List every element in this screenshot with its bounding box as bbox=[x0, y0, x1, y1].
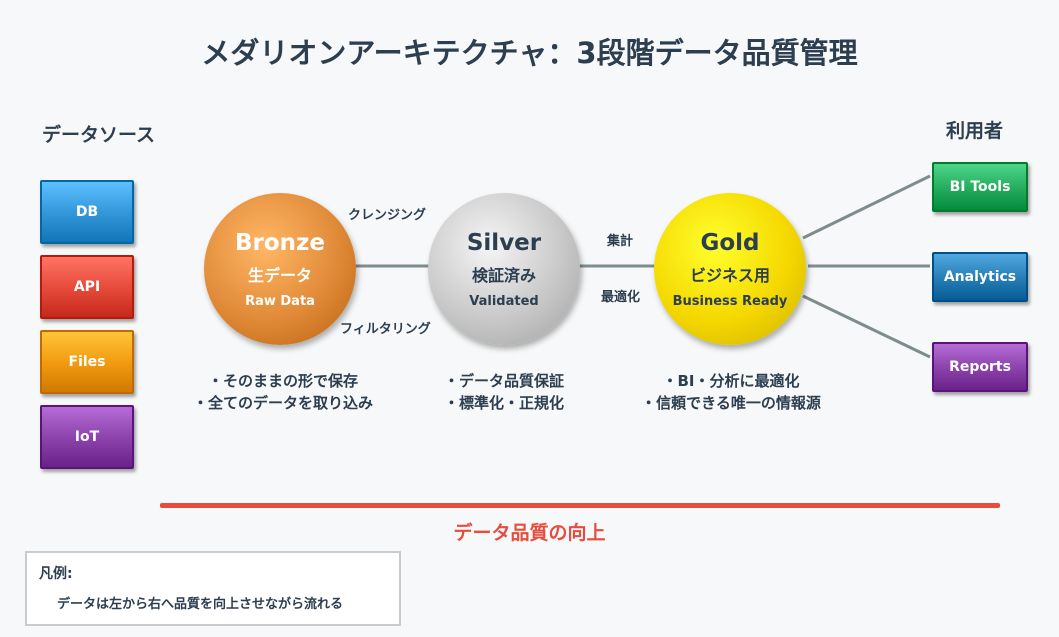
gold-name: Gold bbox=[700, 229, 760, 256]
quality-bar bbox=[160, 503, 1000, 508]
quality-label: データ品質の向上 bbox=[453, 522, 606, 544]
transition-cleansing: クレンジング bbox=[348, 208, 427, 223]
silver-sub: 検証済み bbox=[471, 265, 536, 285]
bronze-bullet-1: ・そのままの形で保存 bbox=[207, 372, 358, 390]
source-iot-label: IoT bbox=[74, 429, 100, 445]
gold-reports-connector bbox=[802, 294, 931, 359]
transition-optimization: 最適化 bbox=[601, 290, 641, 305]
silver-bullet-1: ・データ品質保証 bbox=[443, 372, 564, 390]
silver-bullets: ・データ品質保証 ・標準化・正規化 bbox=[414, 370, 594, 414]
source-db-label: DB bbox=[75, 204, 99, 220]
silver-name: Silver bbox=[466, 229, 542, 256]
page-title: メダリオンアーキテクチャ：3段階データ品質管理 bbox=[201, 36, 858, 70]
consumer-reports-label: Reports bbox=[949, 359, 1011, 375]
bronze-layer[interactable]: Bronze 生データ Raw Data bbox=[204, 193, 356, 345]
source-api[interactable]: API bbox=[40, 255, 134, 319]
silver-en: Validated bbox=[469, 293, 539, 309]
gold-layer[interactable]: Gold ビジネス用 Business Ready bbox=[654, 193, 806, 345]
gold-bullets: ・BI・分析に最適化 ・信頼できる唯一の情報源 bbox=[618, 370, 844, 414]
consumer-reports[interactable]: Reports bbox=[932, 342, 1028, 392]
bronze-en: Raw Data bbox=[245, 293, 315, 309]
bronze-sub: 生データ bbox=[247, 265, 312, 285]
transition-filtering: フィルタリング bbox=[340, 322, 431, 337]
consumer-analytics-label: Analytics bbox=[943, 269, 1017, 285]
consumer-analytics[interactable]: Analytics bbox=[932, 252, 1028, 302]
gold-sub: ビジネス用 bbox=[689, 265, 770, 285]
legend-box: 凡例: データは左から右へ品質を向上させながら流れる bbox=[25, 551, 401, 626]
source-db[interactable]: DB bbox=[40, 180, 134, 244]
gold-bullet-2: ・信頼できる唯一の情報源 bbox=[641, 394, 821, 412]
consumers-heading: 利用者 bbox=[946, 120, 1004, 142]
legend-title: 凡例: bbox=[39, 566, 73, 582]
legend-text: データは左から右へ品質を向上させながら流れる bbox=[57, 597, 344, 612]
transition-aggregation: 集計 bbox=[607, 234, 634, 249]
consumer-bi-tools-label: BI Tools bbox=[949, 179, 1011, 195]
gold-en: Business Ready bbox=[672, 293, 788, 309]
consumer-bi-tools[interactable]: BI Tools bbox=[932, 162, 1028, 212]
source-files[interactable]: Files bbox=[40, 330, 134, 394]
source-api-label: API bbox=[73, 279, 101, 295]
source-files-label: Files bbox=[68, 354, 106, 370]
silver-layer[interactable]: Silver 検証済み Validated bbox=[428, 193, 580, 345]
bronze-name: Bronze bbox=[234, 229, 326, 256]
silver-bullet-2: ・標準化・正規化 bbox=[443, 394, 564, 412]
bronze-bullets: ・そのままの形で保存 ・全てのデータを取り込み bbox=[170, 370, 396, 414]
sources-heading: データソース bbox=[42, 124, 156, 146]
source-iot[interactable]: IoT bbox=[40, 405, 134, 469]
gold-bullet-1: ・BI・分析に最適化 bbox=[662, 372, 800, 390]
bronze-bullet-2: ・全てのデータを取り込み bbox=[192, 394, 373, 412]
gold-bitools-connector bbox=[802, 174, 931, 240]
